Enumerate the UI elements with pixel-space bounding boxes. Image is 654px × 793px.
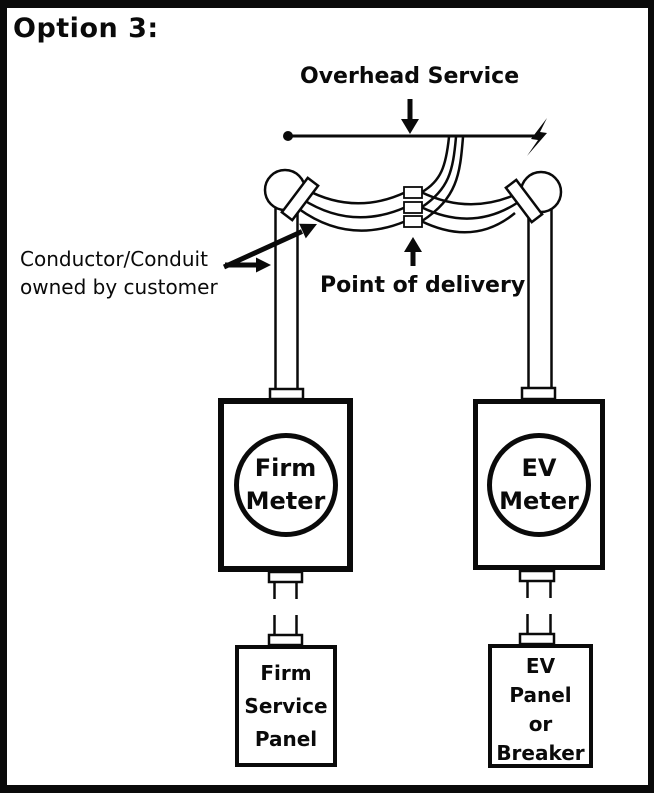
ev-meter-box: EV Meter xyxy=(473,399,605,570)
left-riser-conduit xyxy=(274,203,299,392)
conductor-note: Conductor/Conduit owned by customer xyxy=(20,245,218,301)
firm-meter-dial: Firm Meter xyxy=(233,433,338,537)
ev-meter-label-line1: EV xyxy=(521,453,557,482)
ev-panel-label-line4: Breaker xyxy=(496,741,585,765)
span-wires xyxy=(298,187,520,234)
conductor-note-line2: owned by customer xyxy=(20,275,218,299)
splice-connectors xyxy=(403,186,423,228)
overhead-service-down-arrow-icon xyxy=(401,99,419,134)
ev-panel-box: EV Panel or Breaker xyxy=(488,644,593,768)
firm-panel-label-line3: Panel xyxy=(254,727,318,751)
firm-panel-label-line1: Firm xyxy=(260,661,312,685)
ev-panel-label-line2: Panel xyxy=(509,683,572,707)
firm-service-panel-box: Firm Service Panel xyxy=(235,645,337,767)
overhead-service-label: Overhead Service xyxy=(300,64,520,89)
firm-panel-label-line2: Service xyxy=(244,694,328,718)
firm-meter-label-line2: Meter xyxy=(245,487,326,515)
service-drop-wires xyxy=(421,136,465,223)
point-of-delivery-up-arrow-icon xyxy=(404,237,422,266)
left-weatherhead-icon xyxy=(263,168,320,222)
point-of-delivery-label: Point of delivery xyxy=(320,273,526,298)
page-title: Option 3: xyxy=(13,13,159,44)
conductor-note-line1: Conductor/Conduit xyxy=(20,247,208,271)
attachment-dot-icon xyxy=(283,131,293,141)
ev-meter-dial: EV Meter xyxy=(487,432,591,537)
conductor-pointer-arrows-icon xyxy=(222,223,317,273)
right-riser-conduit xyxy=(527,205,553,392)
lightning-bolt-icon xyxy=(527,118,547,156)
ev-meter-label-line2: Meter xyxy=(499,486,579,515)
firm-meter-to-panel-conduit xyxy=(267,570,304,647)
firm-meter-label-line1: Firm xyxy=(254,454,317,482)
ev-panel-label-line3: or xyxy=(528,712,553,736)
firm-meter-box: Firm Meter xyxy=(218,398,353,572)
right-weatherhead-icon xyxy=(504,170,563,224)
ev-panel-label-line1: EV xyxy=(525,654,556,678)
ev-meter-to-panel-conduit xyxy=(518,569,556,646)
